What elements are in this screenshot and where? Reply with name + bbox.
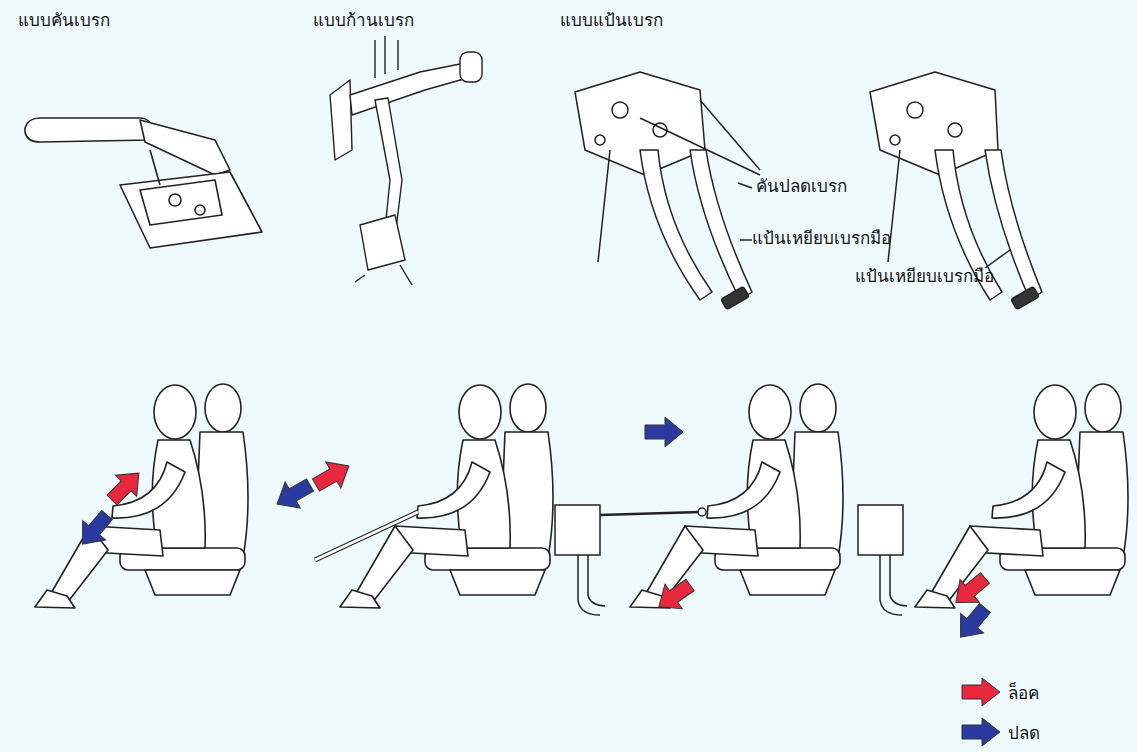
seated-person (35, 384, 248, 608)
seated-person (340, 384, 553, 608)
legend-text: ปลด (1008, 719, 1040, 746)
brake-stick (315, 512, 418, 560)
legend-swatch (962, 718, 1000, 746)
type-heading: แบบคันเบรก (18, 10, 110, 30)
lever-brake (25, 118, 262, 248)
legend-swatch-frame (960, 716, 1002, 748)
part-name: แป้นเหยียบเบรกมือ (752, 228, 891, 248)
legend-swatch-frame (960, 676, 1002, 708)
part-name: คันปลดเบรก (756, 176, 847, 196)
type-heading: แบบก้านเบรก (313, 10, 414, 30)
legend-row: ปลด (960, 716, 1040, 748)
legend-text: ล็อค (1008, 679, 1039, 706)
part-name: แป้นเหยียบเบรกมือ (855, 266, 994, 286)
pedal-unit (555, 505, 907, 615)
seated-person (630, 384, 843, 608)
lock-arrow (101, 453, 994, 619)
type-heading: แบบแป้นเบรก (560, 10, 663, 30)
pedal-brake-release (575, 72, 760, 310)
legend-row: ล็อค (960, 676, 1039, 708)
release-arrow (71, 417, 996, 647)
legend-swatch (962, 678, 1000, 706)
seated-person (915, 384, 1128, 608)
stick-brake (330, 36, 482, 285)
brake-stick (315, 512, 418, 560)
